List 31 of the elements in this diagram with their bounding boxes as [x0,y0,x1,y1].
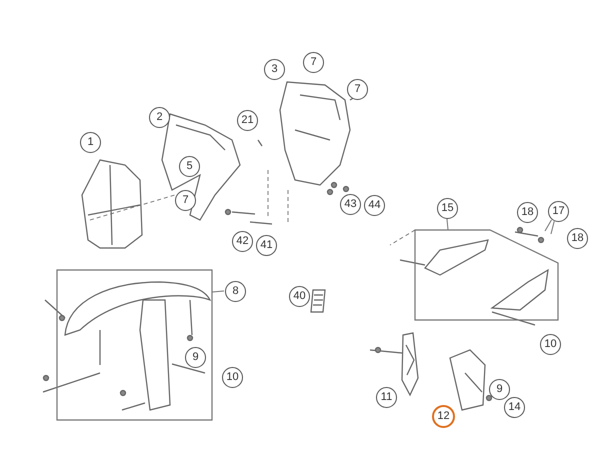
callout-number: 18 [517,202,538,223]
callout-number: 10 [222,367,243,388]
callout-number: 42 [232,231,253,252]
group-frame [57,270,213,421]
callout-number: 3 [264,59,285,80]
callout-number: 43 [340,194,361,215]
callout-number: 1 [80,132,101,153]
leader-line [544,219,552,232]
callout-number: 8 [225,281,246,302]
callout-number: 5 [179,156,200,177]
callout-number: 7 [175,190,196,211]
callout-number: 9 [185,347,206,368]
callout-number: 21 [237,110,258,131]
callout-number: 7 [303,52,324,73]
callout-number: 11 [376,387,397,408]
leader-line [550,220,555,234]
callout-number: 9 [489,379,510,400]
callout-number: 41 [256,235,277,256]
callout-number: 12 [432,405,455,428]
group-frame [415,230,559,321]
callout-number: 14 [504,397,525,418]
callout-number: 10 [540,334,561,355]
callout-number: 15 [437,198,458,219]
callout-number: 40 [289,286,310,307]
callout-number: 7 [347,79,368,100]
leader-line [446,218,448,230]
leader-line [212,290,224,292]
callout-number: 2 [149,107,170,128]
callout-number: 17 [548,201,569,222]
callout-number: 18 [567,228,588,249]
callout-number: 44 [364,195,385,216]
